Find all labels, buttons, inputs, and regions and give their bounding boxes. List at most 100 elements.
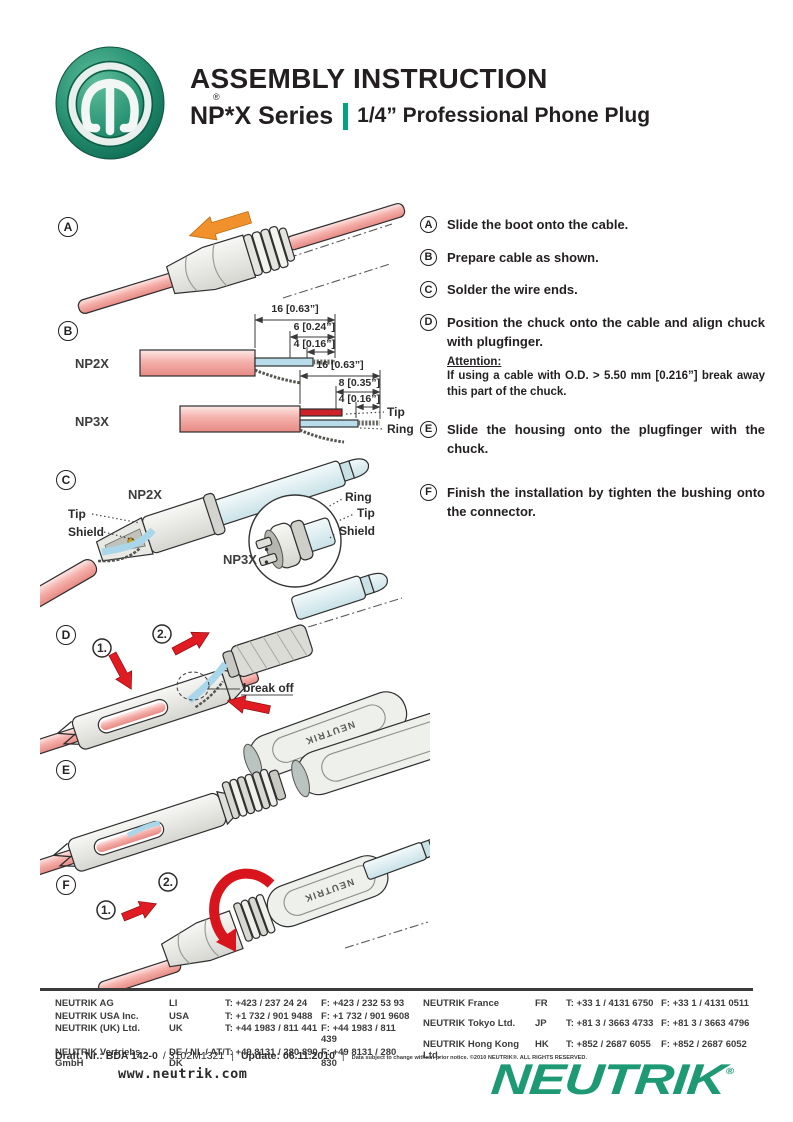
f-step1-number: 1.: [101, 903, 111, 917]
instruction-steps-panel: A Slide the boot onto the cable. B Prepa…: [420, 215, 768, 535]
step-d-letter: D: [420, 313, 437, 331]
contact-name: NEUTRIK Hong Kong Ltd.: [423, 1038, 520, 1061]
d-step2-number: 2.: [157, 627, 167, 641]
inset-ring-label: Ring: [345, 490, 372, 504]
break-off-label: break off: [243, 681, 295, 695]
step-e-letter: E: [420, 420, 437, 438]
contact-tel: T: +33 1 / 4131 6750: [566, 998, 654, 1009]
f-step1-arrow-icon: [121, 900, 158, 922]
diagram-b-cable-prep: NP2X 16 [0.63”] 6 [0.24”] 4 [0.16”] NP3X: [75, 303, 414, 444]
np3x-prepared-cable: 16 [0.63”] 8 [0.35”] 4 [0.16”] Tip Ring: [179, 359, 414, 444]
contact-fax: F: +49 8131 / 280 830: [321, 1046, 397, 1069]
draft-code: / 3102M1321: [162, 1050, 225, 1062]
contact-name: NEUTRIK AG: [55, 998, 114, 1009]
c-tip-label: Tip: [68, 507, 86, 521]
contact-table-left: NEUTRIK AG LI T: +423 / 237 24 24 F: +42…: [55, 998, 417, 1069]
e-bushing-threads: [221, 768, 287, 820]
np3x-dim-4: 4 [0.16”]: [339, 393, 380, 405]
step-c: C Solder the wire ends.: [420, 280, 768, 300]
contact-fax: F: +1 732 / 901 9608: [321, 1010, 410, 1022]
diagram-e-housing: [40, 704, 430, 889]
contact-name: NEUTRIK (UK) Ltd.: [55, 1023, 140, 1034]
contact-fax: F: +81 3 / 3663 4796: [661, 1018, 750, 1030]
separator: |: [341, 1050, 345, 1062]
neutrik-ball-logo: ®: [53, 44, 220, 162]
step-f: F Finish the installation by tighten the…: [420, 483, 768, 522]
plugfinger-with-wire: [186, 624, 313, 709]
diagram-letter-f: F: [56, 875, 76, 895]
diagram-letter-a: A: [58, 217, 78, 237]
np3x-dim-8: 8 [0.35”]: [339, 377, 380, 389]
blue-wire: [101, 527, 156, 556]
np3x-jack-partial: [291, 572, 388, 620]
attention-block: Attention: If using a cable with O.D. > …: [447, 356, 765, 400]
step-d-text: Position the chuck onto the cable and al…: [447, 314, 765, 350]
d-step2-circle: [152, 624, 172, 644]
footer-rule: [40, 988, 753, 991]
website-url: www.neutrik.com: [118, 1066, 248, 1082]
np2x-dim-6: 6 [0.24”]: [294, 321, 335, 333]
contact-fax: F: +852 / 2687 6052: [661, 1038, 747, 1050]
d-housing: NEUTRIK: [243, 691, 408, 779]
f-step2-circle: [158, 872, 178, 892]
assembly-diagrams: NP2X 16 [0.63”] 6 [0.24”] 4 [0.16”] NP3X: [40, 202, 430, 990]
contact-tel: T: +49 8131 / 280 890: [225, 1046, 318, 1058]
contact-region: LI: [169, 998, 178, 1009]
step-a-text: Slide the boot onto the cable.: [447, 217, 629, 232]
contact-fax: F: +423 / 232 53 93: [321, 998, 405, 1009]
contact-tel: T: +1 732 / 901 9488: [225, 1010, 313, 1022]
np2x-dim-4: 4 [0.16”]: [294, 338, 335, 350]
step-e-text: Slide the housing onto the plugfinger wi…: [447, 421, 765, 457]
step-e: E Slide the housing onto the plugfinger …: [420, 420, 768, 459]
contact-region: DE / NL / AT/ DK: [169, 1046, 225, 1069]
step-b-letter: B: [420, 248, 437, 266]
d-step1-circle: [92, 638, 112, 658]
c-np2x-label: NP2X: [128, 487, 162, 502]
contact-name: NEUTRIK Tokyo Ltd.: [423, 1018, 516, 1030]
contact-name: NEUTRIK France: [423, 998, 500, 1009]
logo-registered-mark: ®: [213, 92, 220, 102]
diagram-a-boot: [77, 202, 406, 314]
contact-tel: T: +81 3 / 3663 4733: [566, 1018, 654, 1030]
c-np3x-label: NP3X: [223, 552, 257, 567]
legal-notice: Data subject to change without prior not…: [351, 1055, 587, 1061]
diagram-letter-d: D: [56, 625, 76, 645]
contact-table-right: NEUTRIK France FR T: +33 1 / 4131 6750 F…: [423, 998, 756, 1069]
contact-tel: T: +44 1983 / 811 441: [225, 1023, 318, 1034]
step-d: D Position the chuck onto the cable and …: [420, 313, 768, 352]
shield-strand: [97, 547, 141, 563]
update-date: Update: 06.11.2010: [240, 1050, 335, 1062]
neutrik-wordmark: NEUTRIK®: [489, 1056, 736, 1105]
np3x-ring-label: Ring: [387, 422, 414, 436]
product-description: 1/4” Professional Phone Plug: [357, 104, 651, 128]
d-step1-number: 1.: [97, 641, 107, 655]
np2x-prepared-cable: 16 [0.63”] 6 [0.24”] 4 [0.16”]: [139, 303, 336, 385]
contact-fax: F: +33 1 / 4131 0511: [661, 998, 749, 1009]
c-shield-label: Shield: [68, 525, 104, 539]
tighten-rotation-arrow-icon: [209, 868, 275, 952]
diagram-letter-e: E: [56, 760, 76, 780]
break-off-highlight: [176, 671, 210, 701]
chuck: [40, 668, 259, 766]
contact-region: UK: [169, 1023, 183, 1034]
e-housing-body: [291, 704, 430, 798]
contact-region: HK: [535, 1038, 549, 1050]
page-title: ASSEMBLY INSTRUCTION: [190, 63, 548, 94]
step-c-text: Solder the wire ends.: [447, 282, 578, 297]
contact-region: JP: [535, 1018, 547, 1030]
contact-fax: F: +44 1983 / 811 439: [321, 1023, 396, 1045]
cable-left: [77, 272, 178, 314]
d-slide-arrow-icon: [226, 695, 271, 715]
f-boot: [160, 910, 244, 968]
contact-region: USA: [169, 1010, 190, 1022]
f-housing: NEUTRIK: [233, 855, 389, 942]
d-step1-arrow-icon: [108, 651, 133, 690]
contact-name: NEUTRIK Vertriebs GmbH: [55, 1046, 141, 1069]
diagram-letter-b: B: [58, 321, 78, 341]
step-f-letter: F: [420, 483, 437, 501]
inset-shield-label: Shield: [339, 524, 375, 538]
slide-direction-arrow-icon: [188, 211, 253, 241]
f-step1-circle: [96, 900, 116, 920]
contact-region: FR: [535, 998, 548, 1009]
